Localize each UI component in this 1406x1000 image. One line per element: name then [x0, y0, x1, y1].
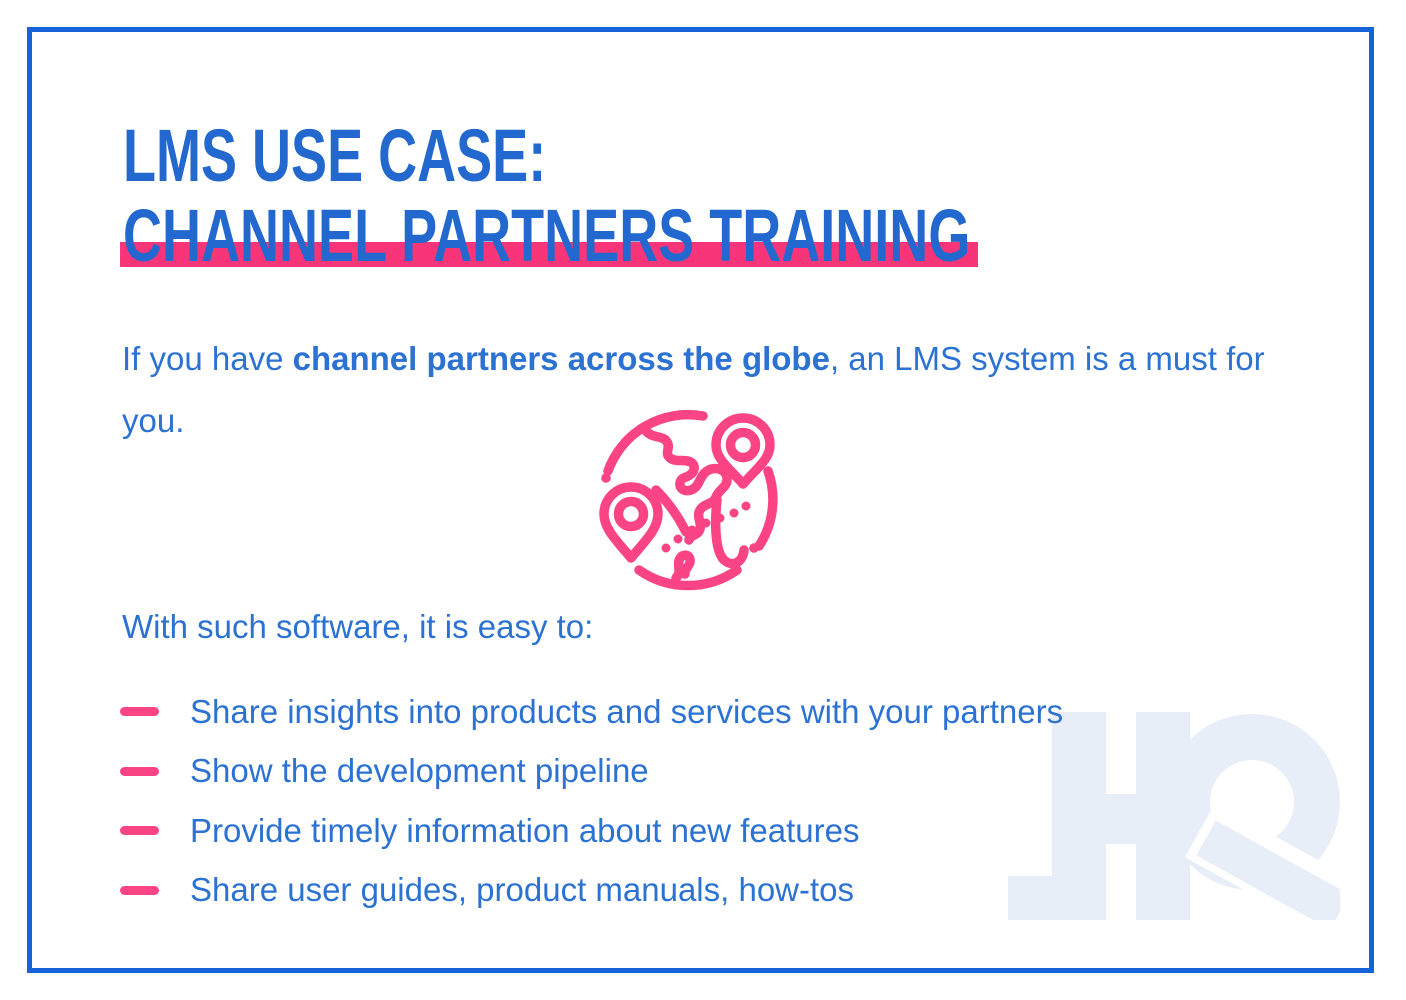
intro-paragraph: If you have channel partners across the … — [122, 328, 1287, 452]
list-item: Provide timely information about new fea… — [120, 801, 1300, 861]
list-item: Share insights into products and service… — [120, 682, 1300, 742]
globe-arc-top-left — [603, 409, 708, 476]
globe-coastline — [651, 485, 691, 537]
card-frame — [27, 27, 1374, 973]
hq-logo-watermark — [1008, 712, 1340, 920]
dash-bullet-icon — [120, 826, 159, 836]
list-heading: With such software, it is easy to: — [122, 608, 594, 645]
benefits-list: Share insights into products and service… — [120, 682, 1300, 920]
globe-arc-right — [754, 466, 778, 551]
globe-arc-bottom — [634, 565, 742, 591]
intro-text-bold: channel partners across the globe — [292, 340, 830, 377]
watermark-q-tail — [1196, 820, 1340, 920]
page-title-line2-text: CHANNEL PARTNERS TRAINING — [123, 194, 971, 277]
map-pin-icon-left — [599, 482, 663, 563]
intro-text-after: , an LMS system is a must for you. — [122, 340, 1265, 439]
page-title-line1: LMS USE CASE: — [123, 119, 703, 193]
dash-bullet-icon — [120, 766, 159, 776]
globe-river — [710, 495, 749, 569]
globe-continent — [641, 426, 732, 545]
page-title-line1-text: LMS USE CASE: — [123, 114, 547, 197]
globe-route-dots — [601, 473, 759, 553]
dash-bullet-icon — [120, 707, 159, 717]
list-item: Share user guides, product manuals, how-… — [120, 861, 1300, 921]
map-pin-icon-top-right — [711, 413, 775, 489]
list-item-label: Share user guides, product manuals, how-… — [190, 871, 855, 909]
list-item-label: Share insights into products and service… — [190, 692, 1064, 730]
intro-text-before: If you have — [122, 340, 293, 377]
list-item-label: Show the development pipeline — [190, 752, 649, 790]
globe-with-location-pins-icon — [599, 409, 778, 591]
globe-peninsula — [671, 550, 695, 583]
title-highlight-bar — [120, 242, 978, 267]
dash-bullet-icon — [120, 885, 159, 895]
list-item: Show the development pipeline — [120, 742, 1300, 802]
list-item-label: Provide timely information about new fea… — [190, 811, 860, 849]
watermark-bar — [1008, 876, 1058, 920]
page-title-line2: CHANNEL PARTNERS TRAINING — [123, 199, 1284, 273]
